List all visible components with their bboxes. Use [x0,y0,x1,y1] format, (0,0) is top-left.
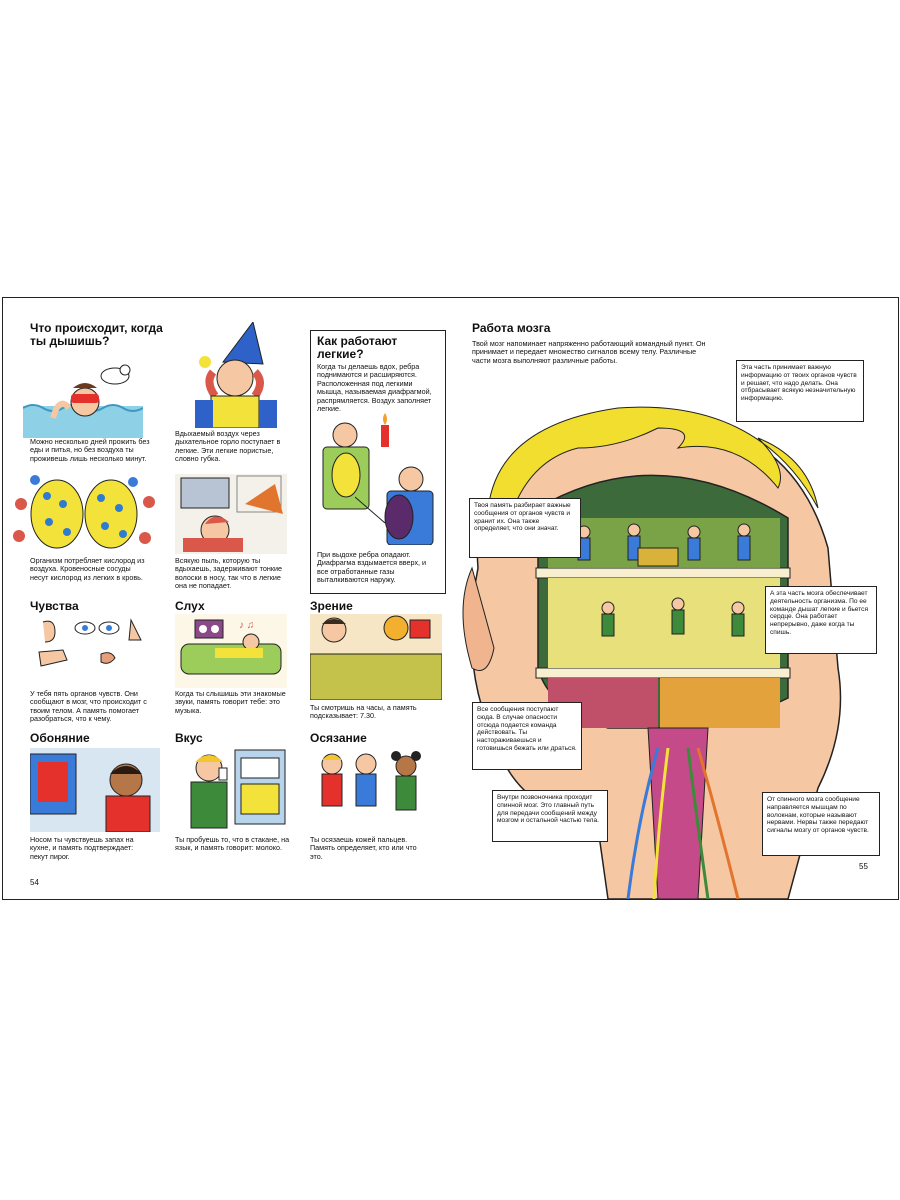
lungs-info-box: Как работают легкие? Когда ты делаешь вд… [310,330,446,594]
breathe-paragraph-2: Вдыхаемый воздух через дыхательное горло… [175,429,281,464]
sight-illustration [310,614,442,700]
senses-illustration [38,618,142,667]
breathing-man-illustration [322,413,434,545]
brain-intro: Твой мозг напоминает напряженно работающ… [472,339,706,365]
brain-title: Работа мозга [472,321,551,335]
callout-spinal-cord: Внутри позвоночника проходит спинной моз… [492,790,608,842]
breathe-paragraph-4: Всякую пыль, которую ты вдыхаешь, задерж… [175,556,283,591]
taste-illustration [190,749,286,829]
swimmer-illustration [23,364,143,438]
touch-title: Осязание [310,731,367,745]
lungs-box-title: Как работают легкие? [317,334,398,361]
lungs-illustration [13,475,155,549]
sight-text: Ты смотришь на часы, а память подсказыва… [310,703,417,721]
dust-illustration [175,474,287,554]
hearing-illustration: ♪ ♫ [175,614,287,688]
callout-cortex: Эта часть принимает важную информацию от… [736,360,864,422]
taste-title: Вкус [175,731,203,745]
taste-text: Ты пробуешь то, что в стакане, на язык, … [175,835,290,853]
breathe-paragraph-3: Организм потребляет кислород из воздуха.… [30,556,145,582]
touch-text: Ты осязаешь кожей пальцев. Память опреде… [310,835,417,861]
senses-title: Чувства [30,599,79,613]
smell-illustration [30,748,160,832]
lungs-box-paragraph-1: Когда ты делаешь вдох, ребра поднимаются… [317,362,432,414]
breathe-title: Что происходит, когда ты дышишь? [30,321,163,348]
lungs-box-paragraph-2: При выдохе ребра опадают. Диафрагма взды… [317,550,427,585]
callout-alarm: Все сообщения поступают сюда. В случае о… [472,702,582,770]
callout-nerves: От спинного мозга сообщение направляется… [762,792,880,856]
callout-memory: Твоя память разбирает важные сообщения о… [469,498,581,558]
callout-brainstem: А эта часть мозга обеспечивает деятельно… [765,586,877,654]
smell-text: Носом ты чувствуешь запах на кухне, и па… [30,835,134,861]
svg-text:♪ ♫: ♪ ♫ [239,620,254,631]
senses-text: У тебя пять органов чувств. Они сообщают… [30,689,147,724]
touch-illustration [321,751,421,811]
hearing-text: Когда ты слышишь эти знакомые звуки, пам… [175,689,286,715]
hearing-title: Слух [175,599,205,613]
smell-title: Обоняние [30,731,90,745]
breathe-paragraph-1: Можно несколько дней прожить без еды и п… [30,437,150,463]
sight-title: Зрение [310,599,353,613]
book-spread: Что происходит, когда ты дышишь? Можно н… [2,297,899,900]
page-number-left: 54 [30,878,39,887]
page-number-right: 55 [859,862,868,871]
clown-illustration [195,322,277,428]
